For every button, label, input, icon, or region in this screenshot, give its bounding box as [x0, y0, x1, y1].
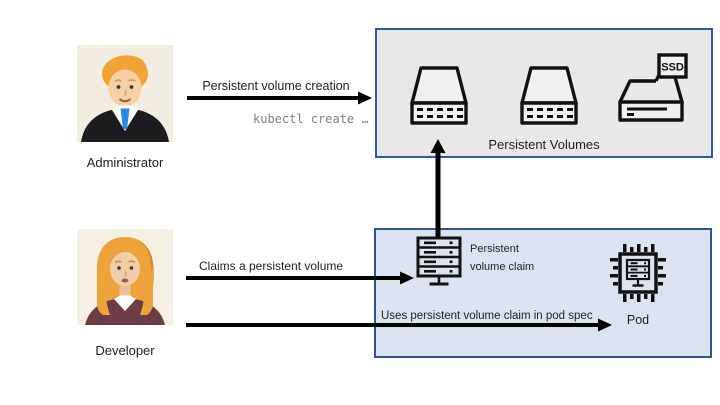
ssd-drive-icon: SSD — [618, 53, 688, 122]
pv-creation-flow-label: Persistent volume creation — [202, 79, 350, 93]
developer-label: Developer — [95, 343, 155, 358]
administrator-avatar — [77, 45, 173, 142]
persistent-volumes-box: SSD Persistent Volumes — [375, 28, 713, 158]
pvc-label: Persistent volume claim — [470, 240, 534, 276]
administrator-label: Administrator — [86, 155, 164, 170]
ssd-tag-label: SSD — [661, 62, 684, 74]
hard-drive-icon — [410, 66, 468, 125]
pod-icon — [610, 244, 666, 302]
developer-avatar — [77, 229, 173, 325]
pvc-label-line1: Persistent — [470, 243, 519, 255]
pvc-label-line2: volume claim — [470, 261, 535, 273]
hard-drive-icon — [520, 66, 578, 125]
kubectl-command-text: kubectl create … — [253, 112, 369, 126]
persistent-volumes-title: Persistent Volumes — [488, 137, 600, 152]
persistent-volume-claim-icon — [416, 236, 462, 286]
pv-creation-arrow — [187, 91, 372, 105]
pod-label: Pod — [626, 313, 650, 327]
pvc-pod-box: Persistent volume claim Pod Uses persi — [374, 228, 712, 358]
pod-spec-flow-label: Uses persistent volume claim in pod spec — [381, 310, 593, 322]
claim-flow-label: Claims a persistent volume — [199, 259, 344, 273]
